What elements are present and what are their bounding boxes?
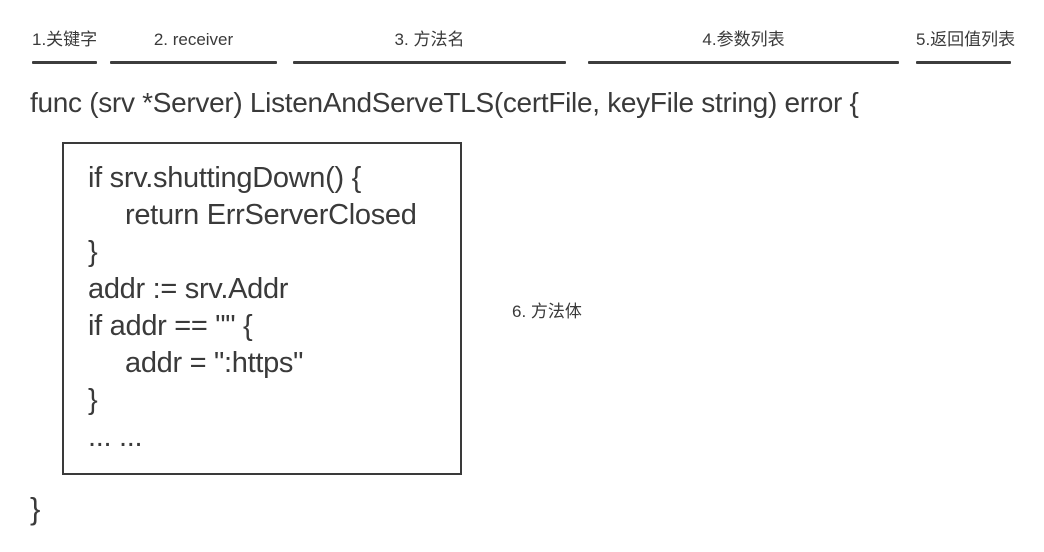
code-line: if srv.shuttingDown() { xyxy=(88,162,361,194)
annotation-receiver-label: 2. receiver xyxy=(153,30,234,49)
annotation-keyword-underline xyxy=(32,61,97,64)
code-line: ... ... xyxy=(88,421,143,453)
annotation-return-list-label: 5.返回值列表 xyxy=(916,30,1016,49)
method-body-box: if srv.shuttingDown() { return ErrServerC… xyxy=(62,142,462,475)
annotation-return-list: 5.返回值列表 xyxy=(916,29,1016,64)
closing-brace: } xyxy=(30,491,41,526)
annotation-keyword: 1.关键字 xyxy=(32,29,97,64)
code-line: addr = ":https" xyxy=(125,347,304,379)
annotation-keyword-label: 1.关键字 xyxy=(32,30,98,49)
code-line: if addr == "" { xyxy=(88,310,253,342)
annotation-method-body-label: 6. 方法体 xyxy=(512,302,582,321)
annotation-method-name-underline xyxy=(293,61,566,64)
code-line: } xyxy=(88,236,98,268)
method-signature: func (srv *Server) ListenAndServeTLS(cer… xyxy=(30,87,859,118)
code-line: } xyxy=(88,384,98,416)
annotation-method-name: 3. 方法名 xyxy=(293,29,566,64)
annotation-method-name-label: 3. 方法名 xyxy=(394,30,465,49)
annotation-param-list: 4.参数列表 xyxy=(588,29,899,64)
annotation-return-list-underline xyxy=(916,61,1011,64)
annotation-receiver-underline xyxy=(110,61,277,64)
annotation-param-list-label: 4.参数列表 xyxy=(702,30,785,49)
annotation-param-list-underline xyxy=(588,61,899,64)
code-line: return ErrServerClosed xyxy=(125,199,417,231)
annotation-receiver: 2. receiver xyxy=(110,29,277,64)
code-line: addr := srv.Addr xyxy=(88,273,289,305)
